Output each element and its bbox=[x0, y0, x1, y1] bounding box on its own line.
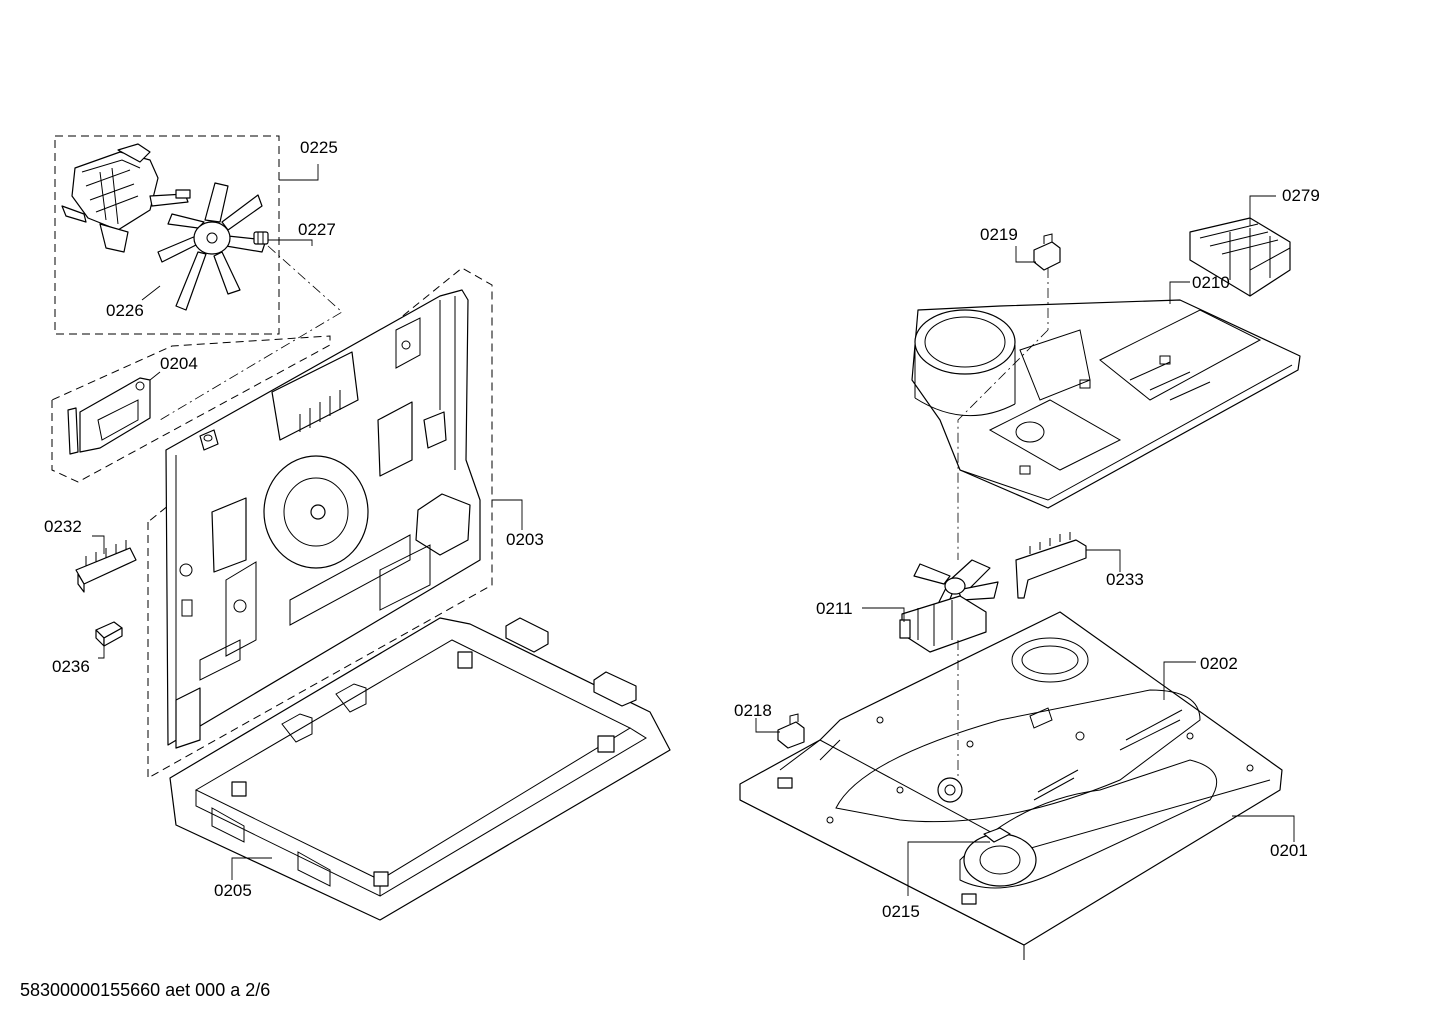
base-tray[interactable] bbox=[169, 617, 671, 921]
fan-nut[interactable] bbox=[253, 231, 269, 245]
sensor-0215[interactable] bbox=[983, 827, 1011, 843]
mounting-bracket[interactable] bbox=[1015, 532, 1087, 599]
drawing-reference-footer: 58300000155660 aet 000 a 2/6 bbox=[20, 980, 271, 1000]
back-wall-panel[interactable] bbox=[165, 289, 481, 749]
callout-0279: 0279 bbox=[1282, 186, 1320, 205]
connector-block[interactable] bbox=[1189, 217, 1291, 297]
callout-0215: 0215 bbox=[882, 902, 920, 921]
callout-0233: 0233 bbox=[1106, 570, 1144, 589]
leader-lines bbox=[92, 164, 1295, 896]
callout-0210: 0210 bbox=[1192, 273, 1230, 292]
back-wall-group-outline bbox=[147, 267, 493, 779]
callout-0211: 0211 bbox=[816, 599, 853, 618]
callout-0236: 0236 bbox=[52, 657, 90, 676]
thermostat-top[interactable] bbox=[1033, 233, 1061, 271]
callout-0219: 0219 bbox=[980, 225, 1018, 244]
callout-0203: 0203 bbox=[506, 530, 544, 549]
terminal-block[interactable] bbox=[75, 540, 137, 593]
motor-group-box bbox=[54, 135, 280, 335]
callout-0232: 0232 bbox=[44, 517, 82, 536]
side-panel[interactable] bbox=[67, 377, 151, 455]
fan-motor[interactable] bbox=[61, 143, 191, 253]
callout-0201: 0201 bbox=[1270, 841, 1308, 860]
side-panel-group-outline bbox=[51, 335, 331, 483]
callout-0202: 0202 bbox=[1200, 654, 1238, 673]
callout-0227: 0227 bbox=[298, 220, 336, 239]
callout-0204: 0204 bbox=[160, 354, 198, 373]
callout-0205: 0205 bbox=[214, 881, 252, 900]
cooling-fan-motor[interactable] bbox=[899, 559, 999, 653]
callout-0226: 0226 bbox=[106, 301, 144, 320]
base-plate[interactable] bbox=[739, 611, 1283, 960]
fan-duct-housing[interactable] bbox=[911, 299, 1301, 509]
fan-wheel[interactable] bbox=[157, 182, 267, 311]
callout-0225: 0225 bbox=[300, 138, 338, 157]
thermostat-side[interactable] bbox=[777, 713, 805, 749]
small-switch[interactable] bbox=[95, 621, 123, 647]
callout-0218: 0218 bbox=[734, 701, 772, 720]
